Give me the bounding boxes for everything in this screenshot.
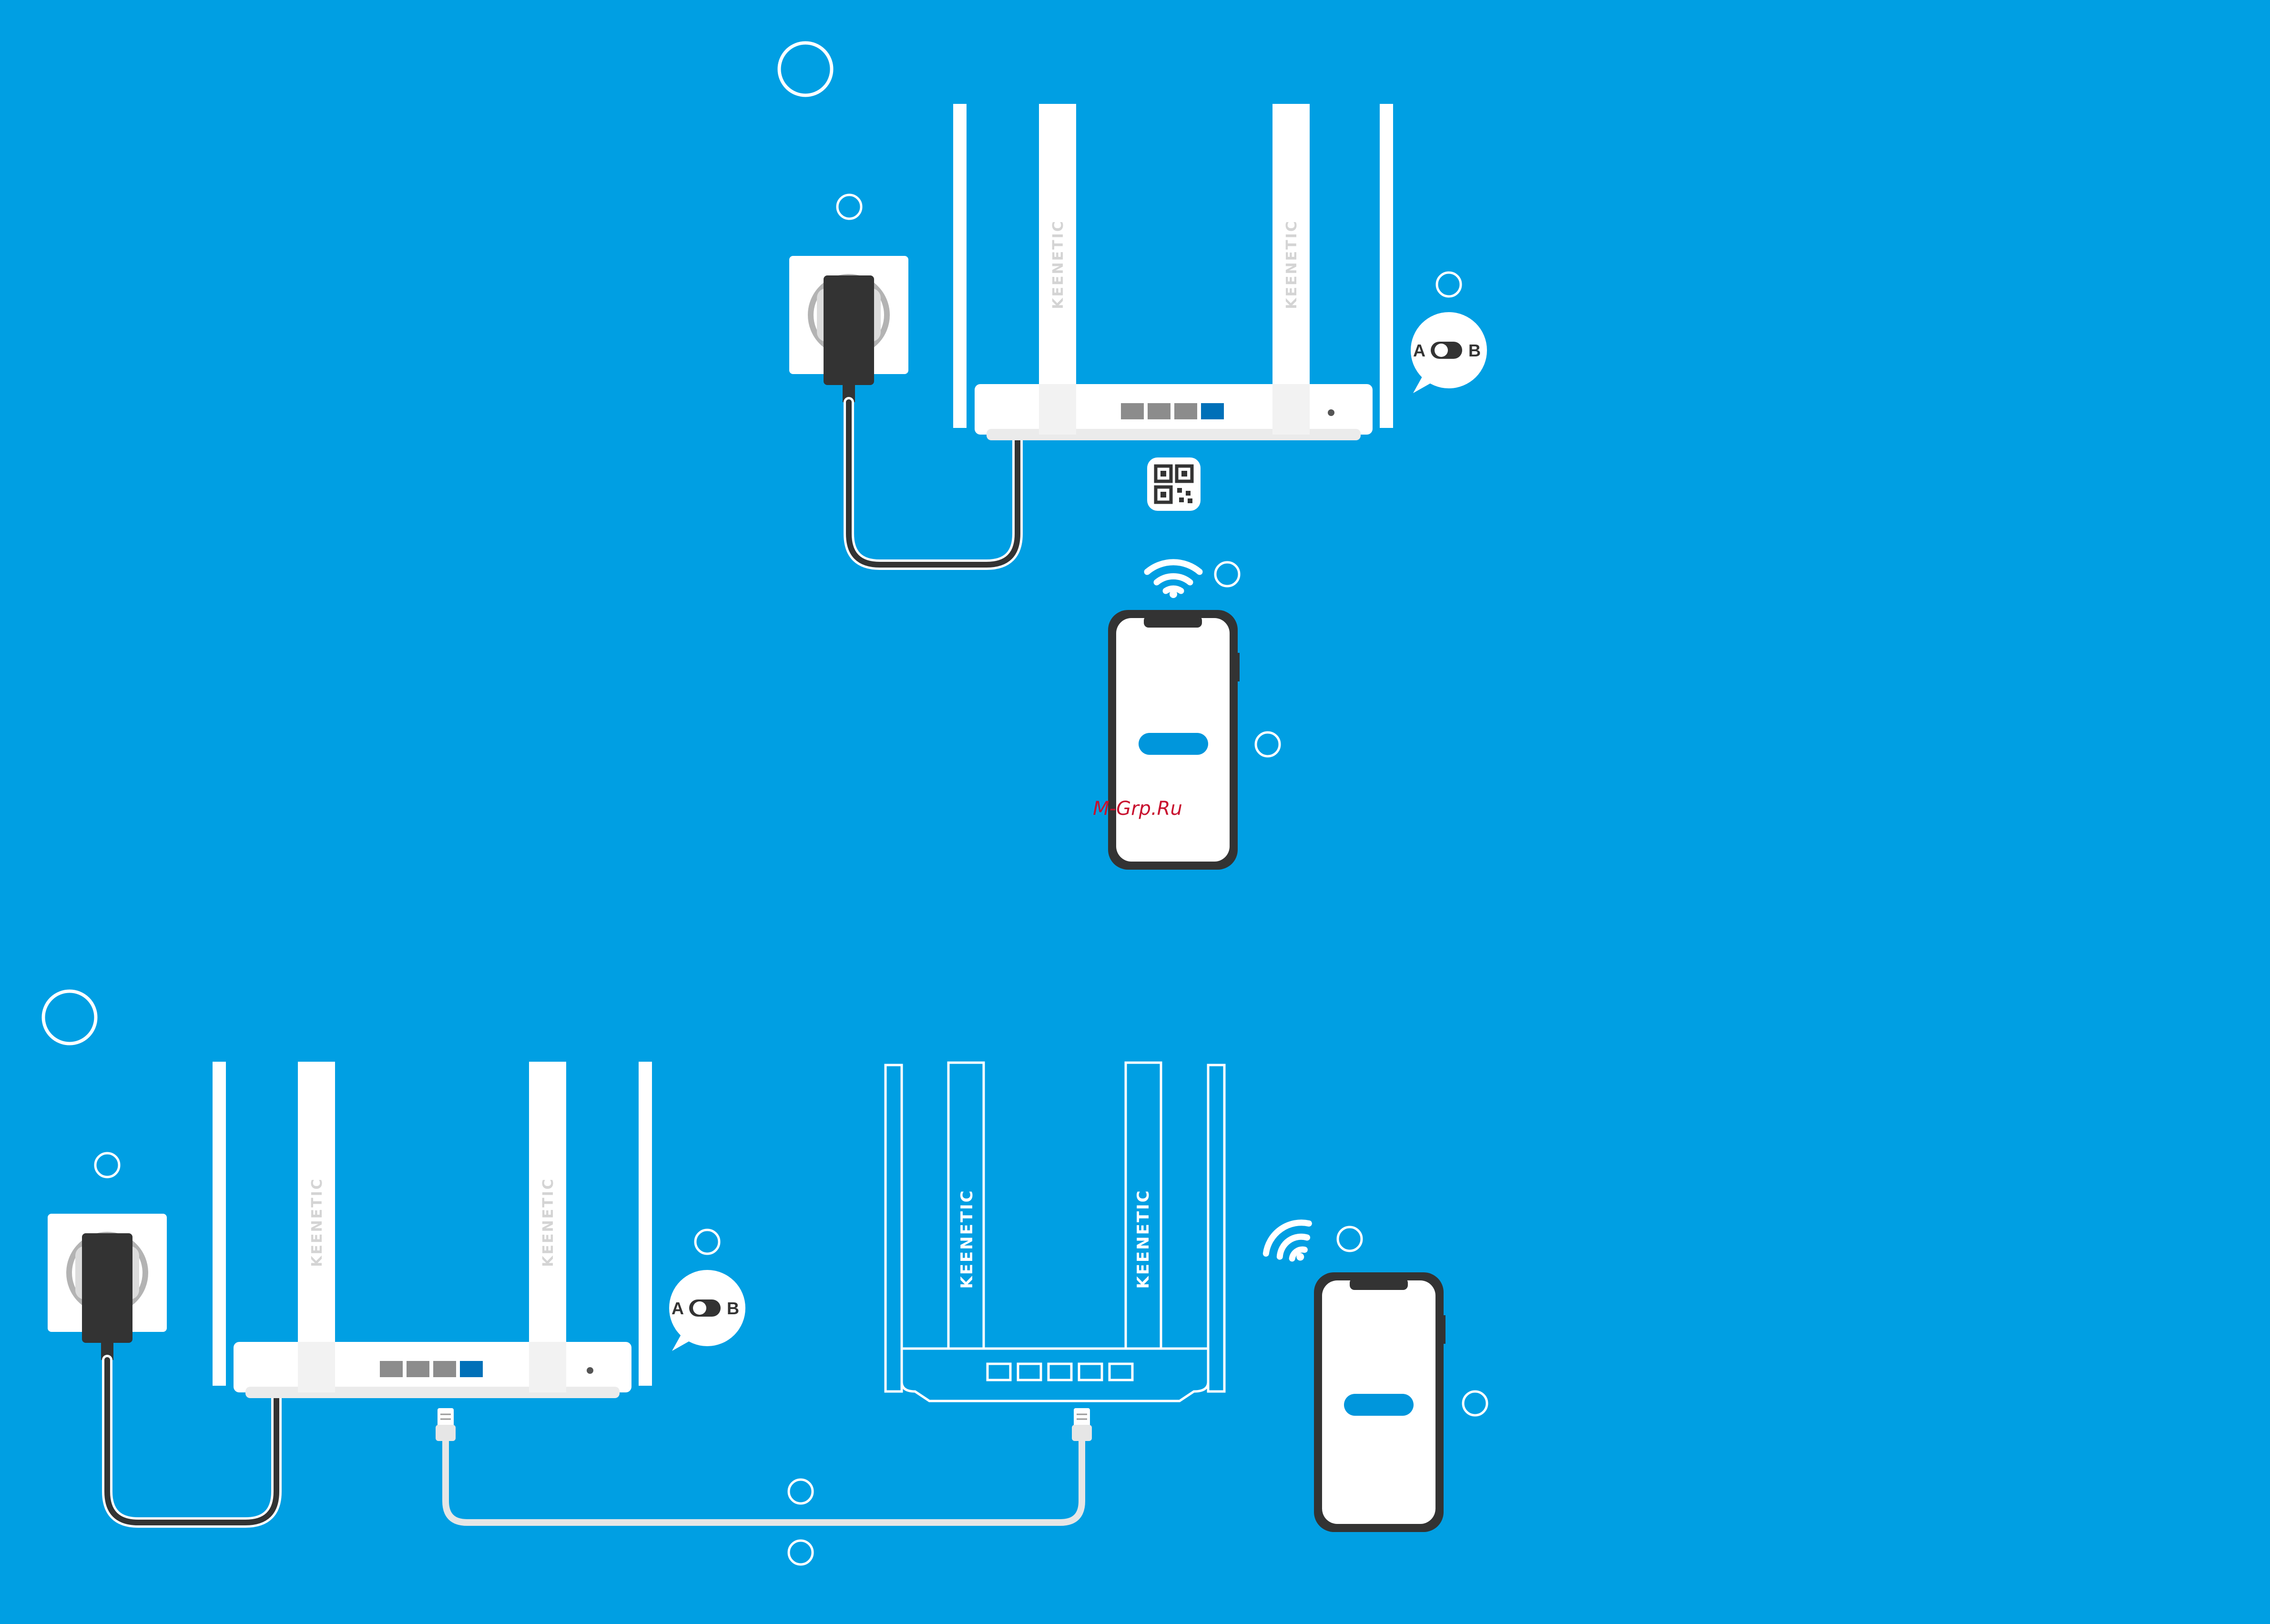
router-brand-label: KEENETIC: [957, 1189, 977, 1289]
router-brand-label: KEENETIC: [1050, 220, 1067, 309]
switch-label-a: A: [672, 1299, 684, 1318]
router-brand-label: KEENETIC: [1283, 220, 1300, 309]
smartphone-icon: [1314, 1272, 1445, 1532]
router-antenna: [1380, 104, 1393, 428]
ethernet-port: [1121, 403, 1144, 419]
ethernet-port: [433, 1361, 456, 1377]
router-body: [975, 384, 1373, 435]
switch-label-b: B: [727, 1299, 739, 1318]
router-antenna: [953, 104, 967, 428]
ethernet-port: [1148, 403, 1171, 419]
ethernet-port: [1174, 403, 1197, 419]
router-brand-label: KEENETIC: [1134, 1189, 1153, 1289]
smartphone-icon: [1108, 610, 1240, 870]
ethernet-port-wan: [460, 1361, 483, 1377]
router-antenna: [213, 1062, 226, 1386]
ethernet-plug-icon: [436, 1408, 456, 1441]
qr-code-icon: [1147, 457, 1201, 511]
switch-label-b: B: [1468, 341, 1481, 360]
phone-connect-button: [1139, 733, 1208, 755]
router-brand-label: KEENETIC: [309, 1177, 326, 1267]
router-button: [1328, 409, 1334, 416]
router-body: [234, 1342, 631, 1392]
router-button: [587, 1367, 593, 1374]
router-brand-label: KEENETIC: [540, 1177, 557, 1267]
ethernet-plug-icon: [1072, 1408, 1092, 1441]
watermark-text: M-Grp.Ru: [1093, 798, 1182, 820]
phone-connect-button: [1344, 1394, 1414, 1416]
ethernet-port: [407, 1361, 429, 1377]
ethernet-port-wan: [1201, 403, 1224, 419]
ethernet-port: [380, 1361, 403, 1377]
router-antenna: [639, 1062, 652, 1386]
switch-label-a: A: [1413, 341, 1425, 360]
